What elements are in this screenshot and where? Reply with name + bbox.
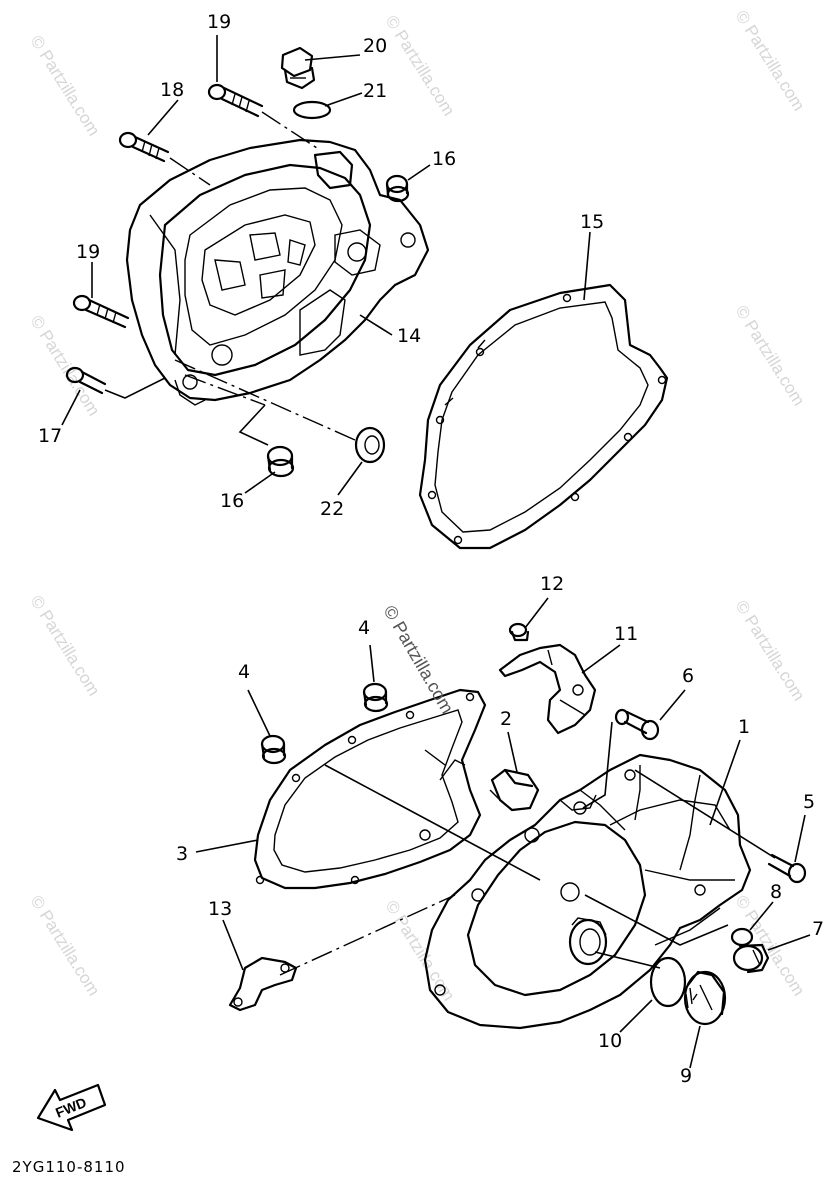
watermark-left-low: © Partzilla.com [27,592,104,699]
callout-2: 2 [500,708,512,730]
bracket-13 [228,956,298,1012]
callout-3: 3 [176,843,188,865]
bolt-6 [614,708,660,741]
callout-9: 9 [680,1065,692,1087]
callout-1: 1 [738,716,750,738]
bolt-18 [118,131,170,163]
callout-numbers: 19 20 21 18 16 15 19 14 17 16 22 12 4 11… [38,11,824,1087]
watermark-right-top: © Partzilla.com [732,7,809,114]
callout-15: 15 [580,211,604,233]
callout-22: 22 [320,498,344,520]
clutch-cover-14 [125,138,430,406]
callout-5: 5 [803,791,815,813]
dowel-pin-4-right [362,682,389,713]
callout-7: 7 [812,918,824,940]
callout-16-bottom: 16 [220,490,244,512]
watermark-left-top: © Partzilla.com [27,32,104,139]
alignment-line-16-bottom [184,374,266,406]
plug-9 [683,970,727,1026]
alignment-line-13 [279,894,456,976]
callout-8: 8 [770,881,782,903]
bolt-17 [65,366,107,395]
oil-filler-cap-20 [280,46,316,90]
alignment-line-8 [584,894,729,946]
bolt-19-left [72,294,130,329]
o-ring-8 [730,927,754,947]
dowel-pin-4-left [260,734,287,765]
watermark-left-bottom: © Partzilla.com [27,892,104,999]
alignment-line-3 [324,764,541,881]
watermark-center-top: © Partzilla.com [382,12,459,119]
watermark-left-mid: © Partzilla.com [27,312,104,419]
gasket-15 [418,283,669,550]
callout-11: 11 [614,623,638,645]
callout-19-top: 19 [207,11,231,33]
watermarks: © Partzilla.com © Partzilla.com © Partzi… [27,7,809,1004]
screw-12 [508,622,530,642]
dowel-pin-16-bottom [266,445,295,478]
crankcase-cover-1 [423,753,752,1030]
watermark-center: © Partzilla.com [380,602,458,717]
callout-18: 18 [160,79,184,101]
callout-20: 20 [363,35,387,57]
gasket-3 [253,688,487,890]
callout-10: 10 [598,1030,622,1052]
bracket-16-bottom [238,404,269,446]
callout-14: 14 [397,325,421,347]
callout-19-left: 19 [76,241,100,263]
bolt-19-top [207,83,264,118]
bolt-5 [767,853,807,884]
watermark-right-mid: © Partzilla.com [732,302,809,409]
dowel-pin-16-top [385,174,410,203]
watermark-right-low: © Partzilla.com [732,597,809,704]
callout-12: 12 [540,573,564,595]
callout-16-top: 16 [432,148,456,170]
bracket-11 [498,643,597,735]
alignment-line-5 [634,769,776,859]
alignment-line-10 [594,951,661,969]
leader-18-dash [169,157,211,186]
callout-leaders [61,35,811,1069]
leader-17-bracket [104,377,166,399]
callout-21: 21 [363,80,387,102]
leader-19-top-dash [261,111,321,151]
callout-13: 13 [208,898,232,920]
plug-7 [732,943,770,974]
callout-6: 6 [682,665,694,687]
callout-17: 17 [38,425,62,447]
watermark-center-bottom: © Partzilla.com [382,897,459,1004]
diagram-code: 2YG110-8110 [12,1158,126,1176]
o-ring-21 [292,100,332,120]
callout-4-right: 4 [358,617,370,639]
sensor-2 [489,768,540,812]
callout-4-left: 4 [238,661,250,683]
o-ring-10 [649,956,687,1008]
oil-seal-22 [354,426,386,464]
fwd-arrow-icon: FWD [36,1083,107,1132]
alignment-line-22 [174,359,356,441]
alignment-line-6 [582,721,613,809]
